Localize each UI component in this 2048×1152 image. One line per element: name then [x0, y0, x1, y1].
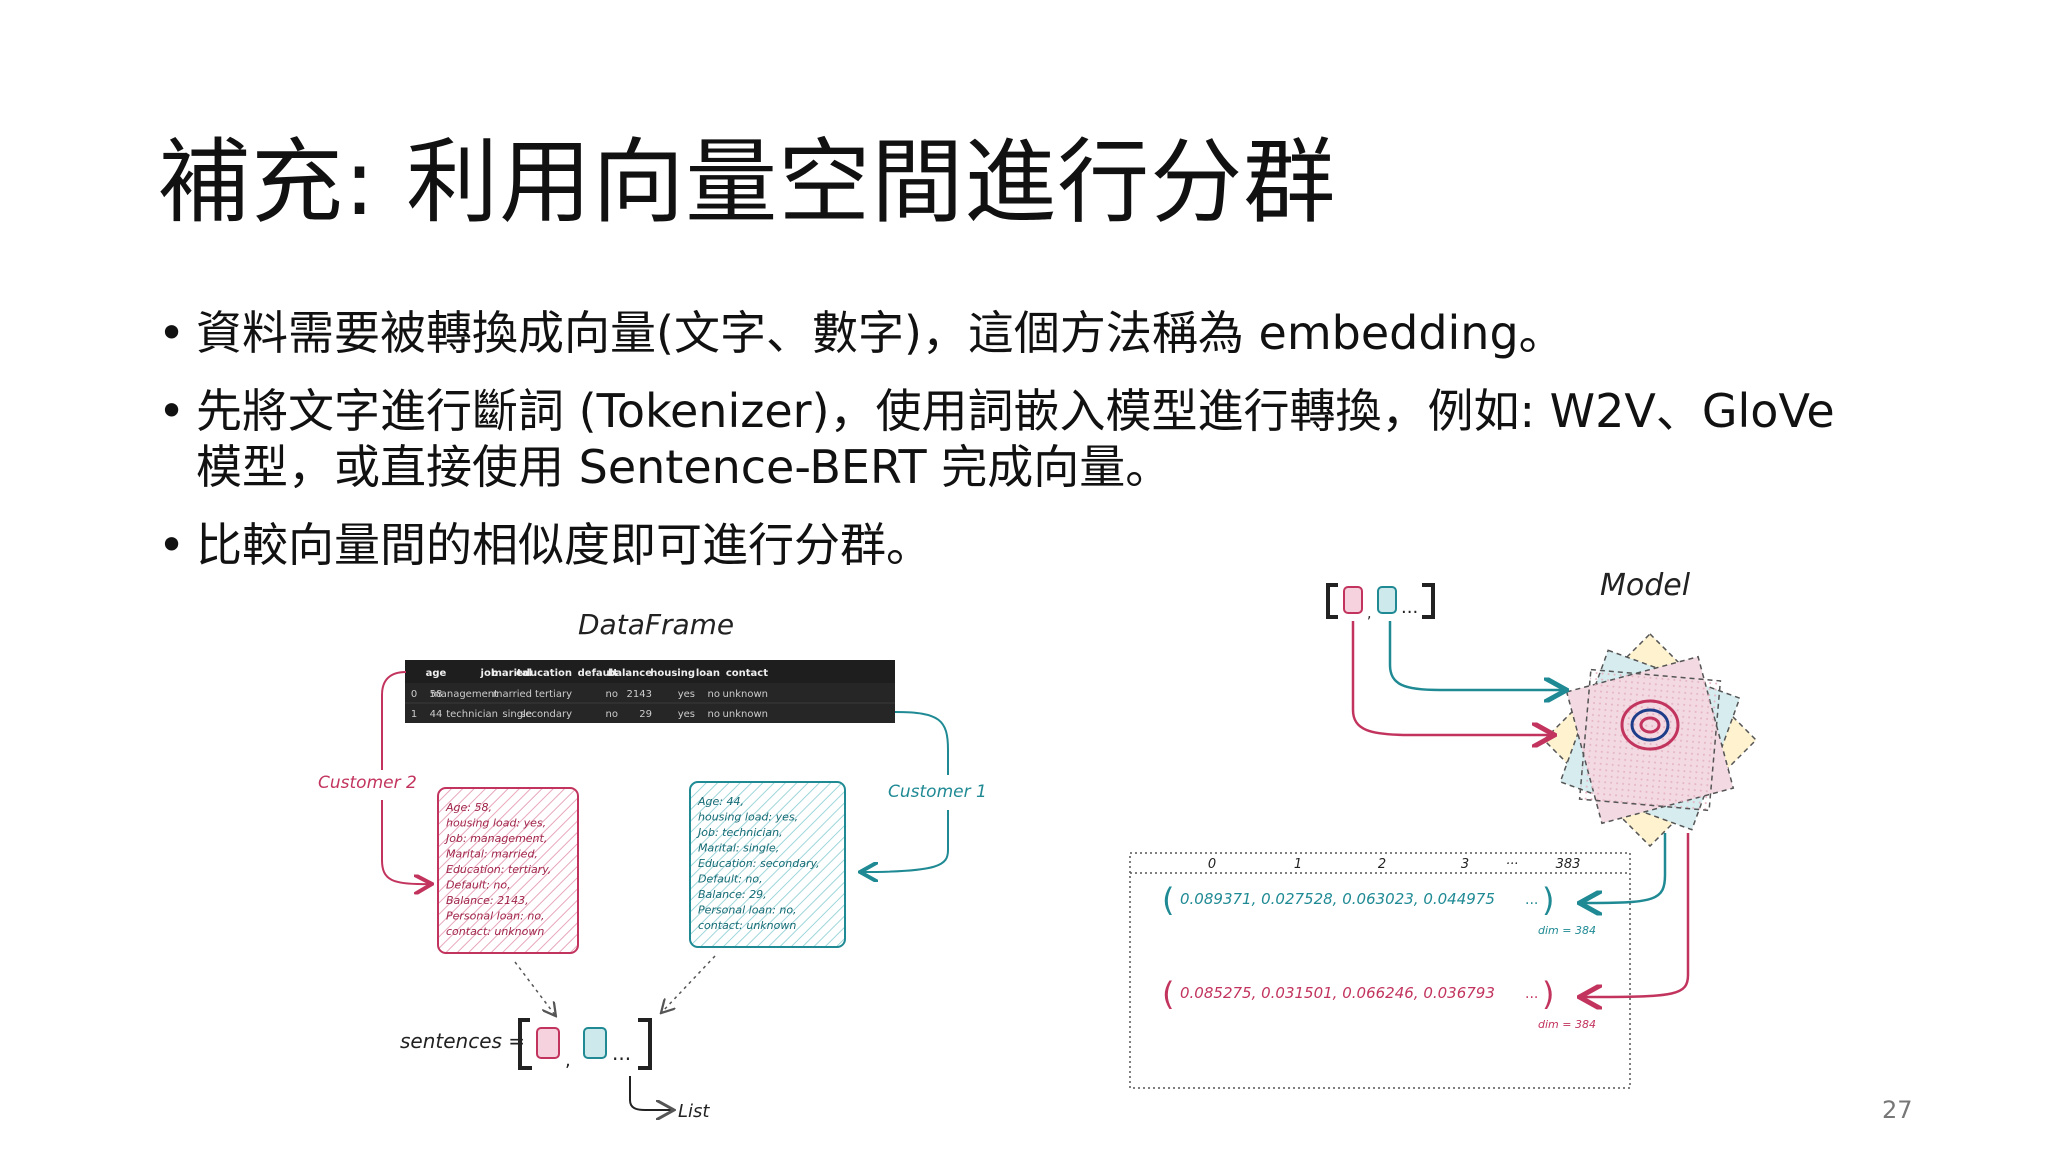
- list-ellipsis: ...: [612, 1041, 631, 1065]
- card-line: housing load: yes,: [698, 811, 798, 824]
- bullet-text: 資料需要被轉換成向量(文字、數字)，這個方法稱為 embedding。: [196, 306, 1565, 360]
- card-line: Balance: 2143,: [446, 894, 529, 907]
- table-cell: yes: [678, 689, 695, 700]
- customer2-label: Customer 2: [318, 773, 417, 793]
- card-line: Age: 44,: [697, 795, 744, 808]
- dataframe-heading: DataFrame: [578, 608, 734, 641]
- vector-index-label: 2: [1378, 857, 1386, 872]
- list-label: List: [678, 1101, 710, 1122]
- table-header-cell: balance: [608, 668, 652, 679]
- vector-index-label: 383: [1556, 857, 1581, 872]
- table-cell: management: [431, 689, 498, 700]
- vector2-values: 0.085275, 0.031501, 0.066246, 0.036793: [1180, 984, 1495, 1002]
- doc-icon-pink: [537, 1028, 559, 1058]
- table-cell: 1: [411, 709, 417, 720]
- table-header-cell: education: [516, 668, 572, 679]
- output-pink-arrow: [1582, 833, 1688, 997]
- table-header-cell: loan: [696, 668, 720, 679]
- model-icon: [1544, 634, 1756, 846]
- table-cell: no: [708, 689, 720, 700]
- card-line: Personal loan: no,: [698, 904, 797, 917]
- table-cell: unknown: [723, 689, 768, 700]
- card-line: Job: management,: [444, 832, 547, 845]
- card-line: Job: technician,: [696, 826, 783, 839]
- right-bracket: [638, 1020, 650, 1068]
- input-ellipsis: ...: [1401, 597, 1418, 618]
- card-line: Balance: 29,: [698, 888, 767, 901]
- table-cell: unknown: [723, 709, 768, 720]
- vector2-dim: dim = 384: [1538, 1018, 1596, 1031]
- input-right-bracket: [1422, 585, 1433, 617]
- bullet-text: 比較向量間的相似度即可進行分群。: [196, 518, 932, 572]
- bullet-list: •資料需要被轉換成向量(文字、數字)，這個方法稱為 embedding。 •先將…: [158, 305, 1858, 595]
- vector1-open-paren: (: [1162, 881, 1174, 919]
- table-header-cell: housing: [650, 668, 695, 679]
- table-cell: yes: [678, 709, 695, 720]
- card-line: Marital: married,: [446, 848, 538, 861]
- card-line: Education: tertiary,: [446, 863, 551, 876]
- bullet-dot-icon: •: [158, 383, 185, 439]
- vector2-tail: ...: [1525, 986, 1538, 1002]
- vector2-open-paren: (: [1162, 975, 1174, 1013]
- card-line: contact: unknown: [698, 919, 796, 932]
- vector1-dim: dim = 384: [1538, 924, 1596, 937]
- table-cell: married: [493, 689, 532, 700]
- card-line: Default: no,: [698, 873, 763, 886]
- table-cell: secondary: [520, 709, 572, 720]
- input-left-bracket: [1328, 585, 1338, 617]
- table-cell: no: [708, 709, 720, 720]
- customer2-card-text: Age: 58, housing load: yes, Job: managemen…: [444, 801, 551, 938]
- vector1-close-paren: ): [1542, 881, 1554, 919]
- input-pink-arrow: [1353, 621, 1552, 735]
- input-comma: ,: [1367, 606, 1371, 622]
- page-number: 27: [1882, 1096, 1913, 1124]
- bullet-dot-icon: •: [158, 305, 185, 361]
- vector-index-label: ···: [1506, 857, 1518, 872]
- vector-index-label: 1: [1294, 857, 1302, 872]
- card2-to-list-arrow: [515, 962, 555, 1015]
- table-cell: technician: [446, 709, 498, 720]
- vector2-close-paren: ): [1542, 975, 1554, 1013]
- table-cell: 44: [430, 709, 443, 720]
- vector-table: [1130, 853, 1630, 1088]
- bullet-item: •資料需要被轉換成向量(文字、數字)，這個方法稱為 embedding。: [158, 305, 1858, 361]
- input-doc-icon-teal: [1378, 587, 1396, 613]
- embedding-figure: , ... Model 0 1 2 3 ··· 383 ( 0.089371, 0.027…: [1120, 555, 1780, 1095]
- vector-index-label: 3: [1461, 857, 1469, 872]
- bullet-dot-icon: •: [158, 517, 185, 573]
- card-line: contact: unknown: [446, 925, 544, 938]
- sentences-label: sentences =: [400, 1029, 525, 1053]
- vector-index-label: 0: [1208, 857, 1216, 872]
- input-doc-icon-pink: [1344, 587, 1362, 613]
- card-line: Marital: single,: [698, 842, 779, 855]
- table-header-cell: contact: [726, 668, 768, 679]
- doc-icon-teal: [584, 1028, 606, 1058]
- table-cell: no: [606, 689, 618, 700]
- input-teal-arrow: [1390, 621, 1564, 690]
- left-bracket: [520, 1020, 532, 1068]
- vector1-tail: ...: [1525, 892, 1538, 908]
- customer1-label: Customer 1: [888, 782, 987, 802]
- table-cell: no: [606, 709, 618, 720]
- bullet-text: 先將文字進行斷詞 (Tokenizer)，使用詞嵌入模型進行轉換，例如: W2V…: [196, 384, 1835, 494]
- card1-to-list-arrow: [662, 956, 715, 1012]
- bullet-item: •先將文字進行斷詞 (Tokenizer)，使用詞嵌入模型進行轉換，例如: W2…: [158, 383, 1848, 495]
- table-cell: tertiary: [535, 689, 572, 700]
- card-line: Education: secondary,: [698, 857, 820, 870]
- table-cell: 2143: [627, 689, 652, 700]
- list-comma: ,: [565, 1050, 571, 1071]
- card-line: Default: no,: [446, 879, 511, 892]
- card-line: housing load: yes,: [446, 817, 546, 830]
- list-arrow: [630, 1076, 672, 1110]
- table-header-cell: age: [426, 668, 447, 679]
- card-line: Age: 58,: [445, 801, 492, 814]
- slide-title: 補充: 利用向量空間進行分群: [158, 108, 1336, 241]
- table-cell: 0: [411, 689, 417, 700]
- vector1-values: 0.089371, 0.027528, 0.063023, 0.044975: [1180, 890, 1495, 908]
- table-cell: 29: [639, 709, 652, 720]
- model-label: Model: [1600, 568, 1691, 603]
- card-line: Personal loan: no,: [446, 910, 545, 923]
